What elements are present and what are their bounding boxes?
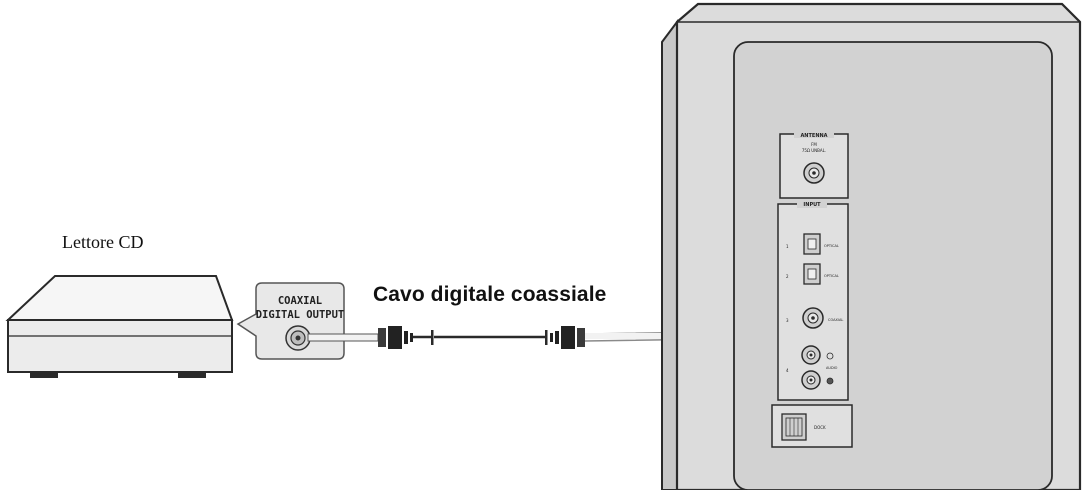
antenna-sub1: FM xyxy=(811,142,817,147)
cd-player-label: Lettore CD xyxy=(62,232,144,252)
cable-plug-left-collar xyxy=(378,328,386,347)
input-4-number: 4 xyxy=(786,368,789,373)
antenna-sub2: 75Ω UNBAL. xyxy=(802,148,826,153)
input-section: INPUT 1 OPTICAL 2 OPTICAL 3 COAXIAL 4 xyxy=(777,200,849,401)
antenna-title: ANTENNA xyxy=(800,133,827,139)
coaxial-jack-pin xyxy=(295,335,301,341)
coaxial-output-callout: COAXIAL DIGITAL OUTPUT xyxy=(236,282,345,360)
input-title: INPUT xyxy=(803,202,821,208)
coaxial-label-line2: DIGITAL OUTPUT xyxy=(256,309,345,321)
dock-label: DOCK xyxy=(814,425,826,430)
input-1-name: OPTICAL xyxy=(824,244,839,248)
antenna-section: ANTENNA FM 75Ω UNBAL. xyxy=(779,130,849,199)
cd-player-front xyxy=(7,319,233,373)
cd-player-foot-left xyxy=(30,372,58,378)
coaxial-label-line1: COAXIAL xyxy=(278,295,322,307)
input-2-number: 2 xyxy=(786,274,789,279)
cd-player-foot-right xyxy=(178,372,206,378)
cable-plug-right-collar xyxy=(577,328,585,347)
dock-section: DOCK xyxy=(771,404,853,448)
cable-plug-right-body xyxy=(561,326,575,349)
cable-label: Cavo digitale coassiale xyxy=(373,283,607,306)
input-2-name: OPTICAL xyxy=(824,274,839,278)
cd-player xyxy=(5,275,234,378)
input-3-name: COAXIAL xyxy=(828,318,843,322)
input-1-number: 1 xyxy=(786,244,789,249)
receiver-unit: ANTENNA FM 75Ω UNBAL. INPUT 1 OPTICAL 2 … xyxy=(661,2,1082,492)
input-4-name: AUDIO xyxy=(826,366,838,370)
cd-player-top xyxy=(5,275,234,321)
receiver-side xyxy=(661,19,678,491)
cable-plug-left-body xyxy=(388,326,402,349)
cable-plug-left-tip xyxy=(307,333,379,342)
input-3-number: 3 xyxy=(786,318,789,323)
